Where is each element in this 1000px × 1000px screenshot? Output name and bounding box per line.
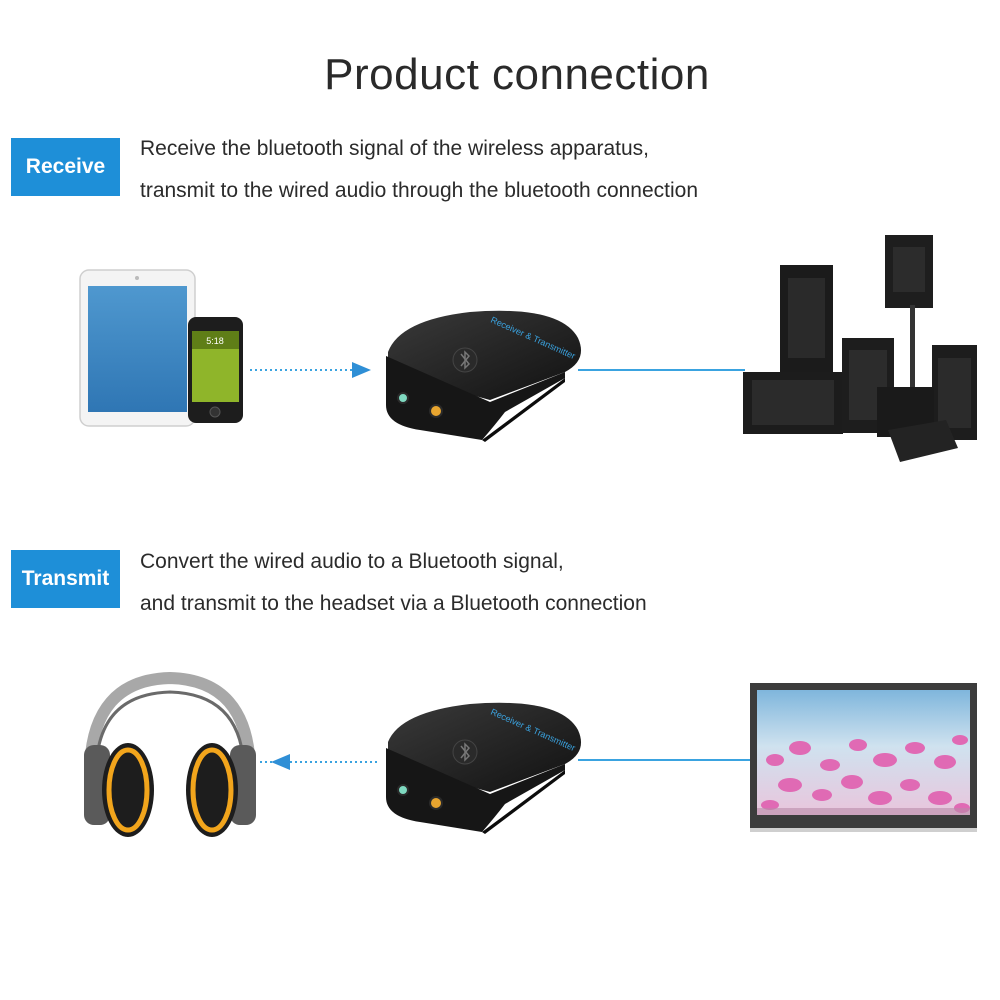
transmit-line-1: Convert the wired audio to a Bluetooth s… [140, 550, 564, 573]
receive-line-2: transmit to the wired audio through the … [140, 179, 699, 202]
receive-line-1: Receive the bluetooth signal of the wire… [140, 137, 649, 160]
tv-icon [750, 683, 977, 832]
transmit-badge: Transmit [11, 550, 120, 608]
headphones-icon [84, 671, 256, 837]
speaker-system-icon [743, 235, 977, 462]
receive-badge: Receive [11, 138, 120, 196]
phone-time: 5:18 [206, 336, 224, 346]
receive-description: Receive the bluetooth signal of the wire… [140, 128, 698, 212]
aux-port [397, 392, 409, 404]
audio-port [429, 796, 443, 810]
page-title: Product connection [324, 50, 710, 99]
transmit-arrow-icon [271, 754, 290, 770]
transmit-description: Convert the wired audio to a Bluetooth s… [140, 541, 647, 625]
receive-arrow-icon [352, 362, 371, 378]
phone-icon: 5:18 [188, 317, 243, 423]
flower-field [761, 735, 970, 813]
bluetooth-device-transmit: Receiver & Transmitter [386, 702, 582, 834]
tablet-icon [79, 269, 196, 427]
aux-port [397, 784, 409, 796]
bluetooth-device-receive: Receiver & Transmitter [386, 310, 582, 442]
audio-port [429, 404, 443, 418]
transmit-line-2: and transmit to the headset via a Blueto… [140, 592, 647, 615]
bluetooth-icon [452, 347, 478, 373]
bluetooth-icon [452, 739, 478, 765]
